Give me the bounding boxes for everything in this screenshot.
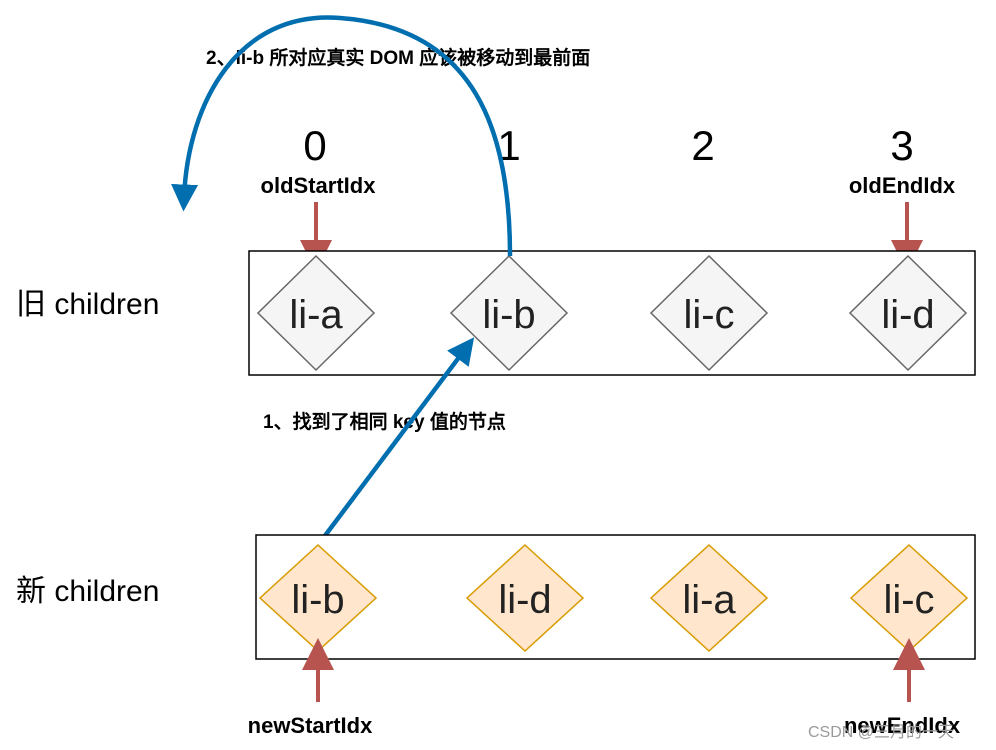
index-label-2: 2 bbox=[691, 122, 714, 169]
old-node-li-c-diamond bbox=[649, 254, 769, 372]
old-node-li-b: li-b bbox=[449, 254, 569, 372]
old-node-li-b-label: li-b bbox=[482, 293, 535, 337]
old-end-idx-label: oldEndIdx bbox=[849, 173, 956, 198]
csdn-watermark: CSDN @三月的一天 bbox=[808, 723, 954, 741]
old-node-li-b-diamond bbox=[449, 254, 569, 372]
same-key-match-arrow bbox=[316, 337, 475, 547]
move-to-front-arrow bbox=[171, 15, 513, 257]
old-node-li-c-label: li-c bbox=[683, 293, 734, 337]
new-node-li-c-label: li-c bbox=[883, 578, 934, 622]
old-node-li-a: li-a bbox=[256, 254, 376, 372]
old-node-li-d-diamond bbox=[848, 254, 968, 372]
new-node-li-c: li-c bbox=[849, 543, 969, 653]
index-label-0: 0 bbox=[303, 122, 326, 169]
new-node-li-a-diamond bbox=[649, 543, 769, 653]
old-node-li-a-label: li-a bbox=[289, 293, 343, 337]
new-node-li-a-label: li-a bbox=[682, 578, 736, 622]
new-start-idx-label: newStartIdx bbox=[248, 713, 373, 738]
old-node-li-d-label: li-d bbox=[881, 293, 934, 337]
new-node-li-d-label: li-d bbox=[498, 578, 551, 622]
new-node-li-d-diamond bbox=[465, 543, 585, 653]
old-node-li-c: li-c bbox=[649, 254, 769, 372]
new-node-li-d: li-d bbox=[465, 543, 585, 653]
index-label-3: 3 bbox=[890, 122, 913, 169]
index-label-1: 1 bbox=[497, 122, 520, 169]
old-start-idx-label: oldStartIdx bbox=[261, 173, 377, 198]
new-children-label: 新 children bbox=[16, 575, 159, 608]
new-node-li-b-label: li-b bbox=[291, 578, 344, 622]
new-node-li-b: li-b bbox=[258, 543, 378, 653]
new-node-li-a: li-a bbox=[649, 543, 769, 653]
step1-note: 1、找到了相同 key 值的节点 bbox=[263, 410, 506, 433]
step2-note: 2、li-b 所对应真实 DOM 应该被移动到最前面 bbox=[206, 46, 590, 69]
old-node-li-a-diamond bbox=[256, 254, 376, 372]
old-children-label: 旧 children bbox=[16, 288, 159, 321]
new-end-idx-label: newEndIdx bbox=[844, 713, 961, 738]
old-node-li-d: li-d bbox=[848, 254, 968, 372]
